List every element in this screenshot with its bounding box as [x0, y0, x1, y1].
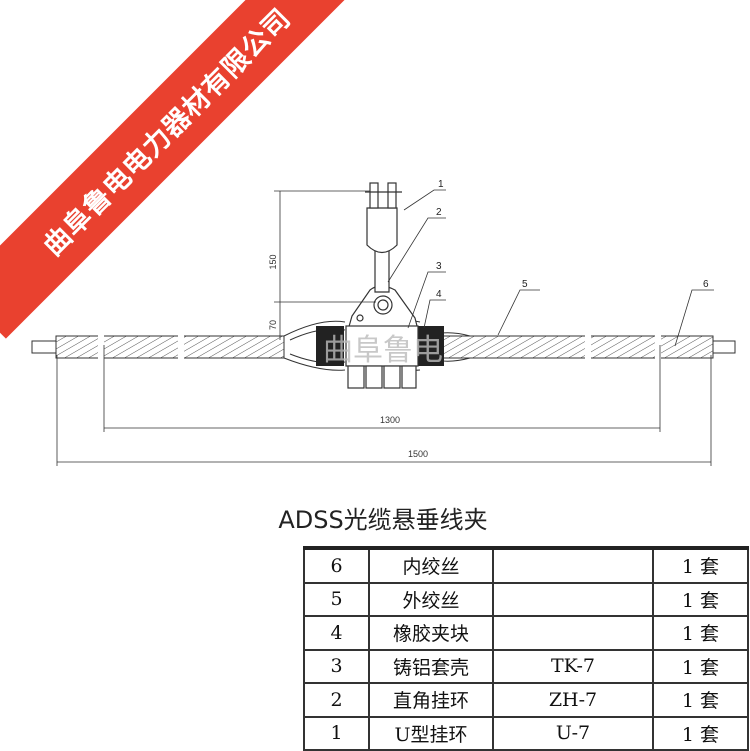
cell-name: 直角挂环 [368, 682, 494, 718]
cell-no: 1 [303, 715, 370, 751]
left-armor-rod [55, 335, 285, 359]
right-armor-rod [419, 335, 714, 359]
part-label-6: 6 [703, 279, 709, 290]
u-shackle [365, 182, 402, 254]
part-label-1: 1 [438, 179, 444, 190]
cell-model [492, 546, 654, 584]
left-cable-end [31, 340, 57, 354]
cell-model [492, 615, 654, 651]
dimension-70: 70 [268, 320, 278, 330]
watermark: 曲阜鲁电 [323, 333, 443, 368]
cell-model: TK-7 [492, 648, 654, 684]
cell-model: ZH-7 [492, 682, 654, 718]
cell-model: U-7 [492, 715, 654, 751]
part-label-3: 3 [436, 261, 442, 272]
dimension-1300: 1300 [380, 415, 400, 425]
cell-qty: 1 套 [652, 715, 749, 751]
right-cable-end [712, 340, 736, 354]
part-label-2: 2 [436, 207, 442, 218]
clamp-drawing: 曲阜鲁电 150 70 1300 1500 1 2 3 4 5 6 [31, 179, 736, 466]
product-title: ADSS光缆悬垂线夹 [278, 506, 488, 534]
cable [31, 320, 736, 371]
cell-qty: 1 套 [652, 581, 749, 617]
clamp-body [345, 285, 419, 389]
dimension-lines [56, 189, 714, 466]
rubber-insert [316, 326, 444, 366]
part-label-4: 4 [436, 289, 442, 300]
cell-qty: 1 套 [652, 546, 749, 584]
part-label-5: 5 [522, 279, 528, 290]
cell-name: 橡胶夹块 [368, 615, 494, 651]
cell-no: 4 [303, 615, 370, 651]
dimension-150: 150 [268, 254, 278, 269]
cell-name: 内绞丝 [368, 546, 494, 584]
dimension-1500: 1500 [408, 449, 428, 459]
cell-no: 5 [303, 581, 370, 617]
cell-qty: 1 套 [652, 682, 749, 718]
cell-name: 铸铝套壳 [368, 648, 494, 684]
cell-qty: 1 套 [652, 615, 749, 651]
cell-no: 6 [303, 546, 370, 584]
cell-model [492, 581, 654, 617]
cell-qty: 1 套 [652, 648, 749, 684]
cell-no: 3 [303, 648, 370, 684]
cell-no: 2 [303, 682, 370, 718]
cell-name: 外绞丝 [368, 581, 494, 617]
cell-name: U型挂环 [368, 715, 494, 751]
